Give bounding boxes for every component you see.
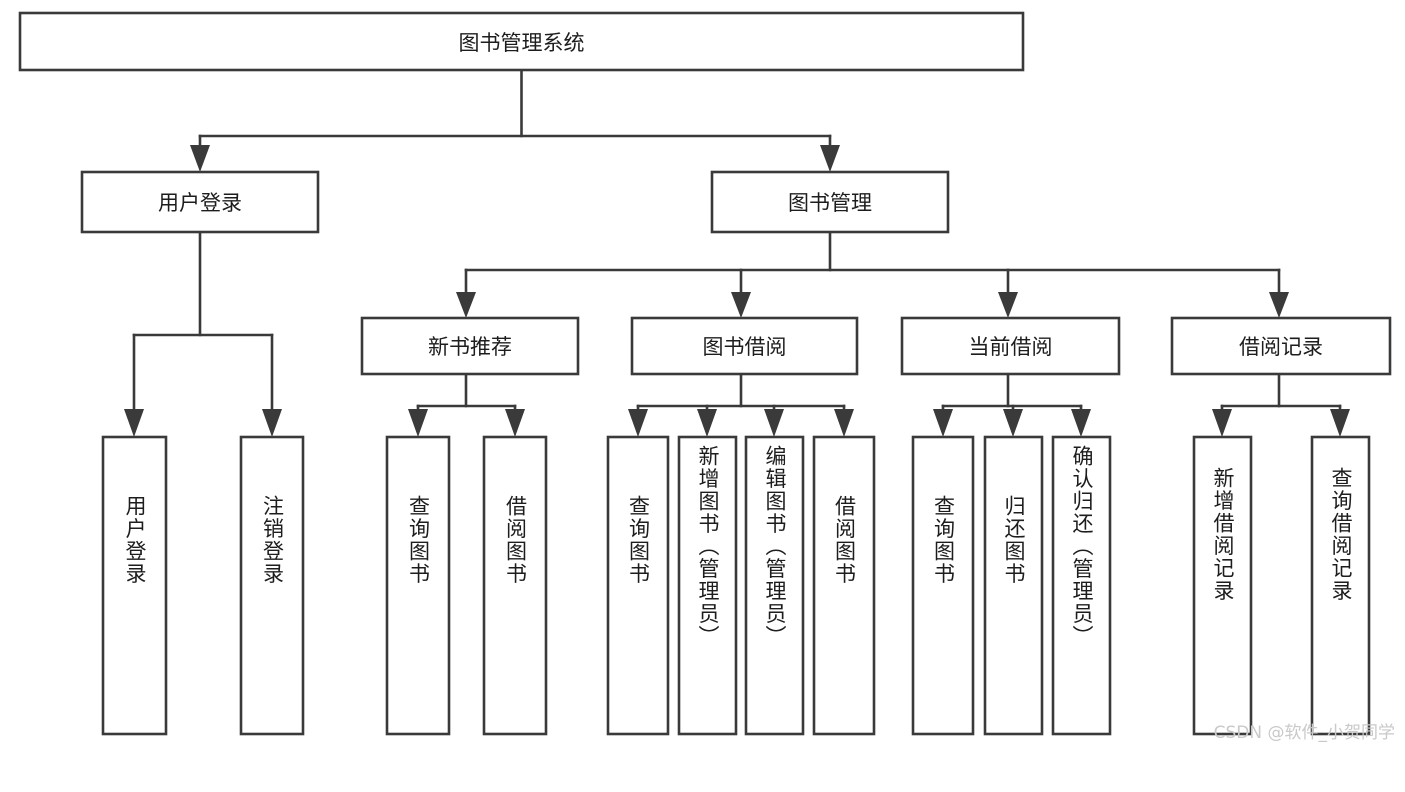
node-box-leaf-logout[interactable] (239, 435, 305, 736)
node-box-root[interactable] (18, 11, 1025, 72)
arrow-head-leaf-add-book (697, 409, 717, 437)
node-box-leaf-confirm-return[interactable] (1051, 435, 1112, 736)
node-box-user-login[interactable] (80, 170, 320, 234)
node-box-leaf-return-book[interactable] (983, 435, 1044, 736)
node-box-borrow-record[interactable] (1170, 316, 1392, 376)
arrow-head-current-borrow (998, 292, 1018, 318)
arrow-head-borrow-record (1269, 292, 1289, 318)
node-box-book-borrow[interactable] (630, 316, 859, 376)
node-box-leaf-query-book-recommend[interactable] (385, 435, 451, 736)
arrow-head-leaf-borrow-book (834, 409, 854, 437)
arrow-head-leaf-logout (262, 409, 282, 437)
arrow-head-leaf-query-book-recommend (408, 409, 428, 437)
node-box-book-manage[interactable] (710, 170, 950, 234)
arrow-head-leaf-user-login (124, 409, 144, 437)
arrow-head-leaf-edit-book (764, 409, 784, 437)
arrow-head-leaf-add-borrow-record (1212, 409, 1232, 437)
arrow-head-leaf-return-book (1003, 409, 1023, 437)
arrow-head-leaf-query-book-current (933, 409, 953, 437)
arrow-head-new-book-recommend (456, 292, 476, 318)
node-box-leaf-query-book-current[interactable] (911, 435, 975, 736)
node-box-leaf-user-login[interactable] (101, 435, 168, 736)
node-box-leaf-query-book-borrow[interactable] (606, 435, 670, 736)
node-box-leaf-borrow-book-recommend[interactable] (482, 435, 548, 736)
node-box-layer (18, 11, 1392, 736)
arrow-head-book-borrow (731, 292, 751, 318)
arrow-head-leaf-borrow-book-recommend (505, 409, 525, 437)
arrow-head-leaf-query-borrow-record (1330, 409, 1350, 437)
arrow-head-book-manage (820, 145, 840, 172)
diagram-root: 图书管理系统 用户登录 图书管理 新书推荐 图书借阅 当前借阅 借阅记录 用户登… (18, 11, 1395, 743)
node-box-new-book-recommend[interactable] (360, 316, 580, 376)
node-box-leaf-add-borrow-record[interactable] (1192, 435, 1253, 736)
node-box-leaf-borrow-book[interactable] (812, 435, 876, 736)
node-box-current-borrow[interactable] (900, 316, 1121, 376)
arrow-head-leaf-query-book-borrow (628, 409, 648, 437)
diagram-canvas (18, 11, 1392, 736)
node-box-leaf-add-book[interactable] (677, 435, 738, 736)
arrow-head-leaf-confirm-return (1071, 409, 1091, 437)
node-box-leaf-query-borrow-record[interactable] (1310, 435, 1371, 736)
connector-layer (124, 68, 1350, 437)
node-box-leaf-edit-book[interactable] (744, 435, 805, 736)
arrow-head-user-login (190, 145, 210, 172)
